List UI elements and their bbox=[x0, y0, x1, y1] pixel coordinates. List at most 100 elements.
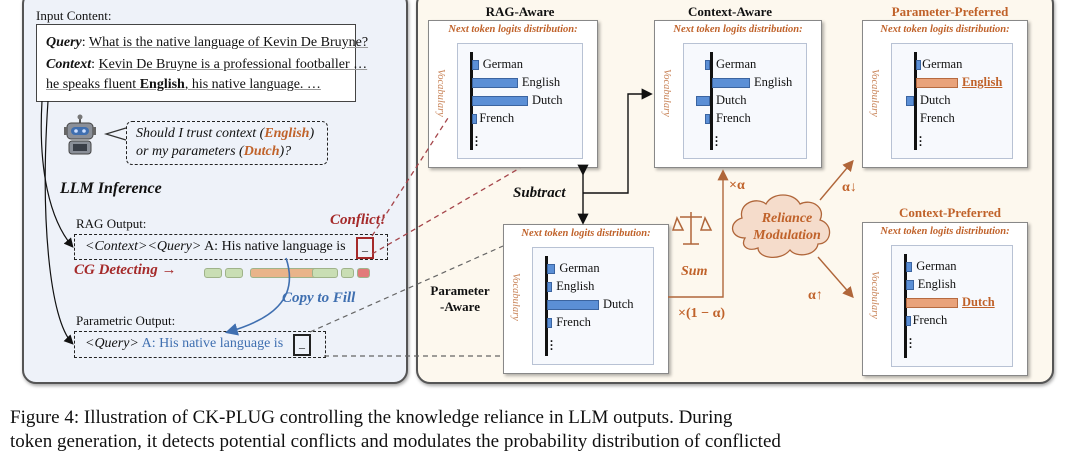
card-heading: Next token logits distribution: bbox=[521, 228, 651, 239]
logit-bar-english bbox=[906, 280, 914, 290]
token-label-german: German bbox=[916, 259, 957, 273]
parametric-output-box: <Query> A: His native language is _ bbox=[74, 331, 326, 358]
connector-layer bbox=[40, 88, 854, 357]
context-text-2b: , his native language. … bbox=[184, 77, 321, 92]
logit-bar-dutch bbox=[696, 96, 710, 106]
input-content-box: Query: What is the native language of Ke… bbox=[36, 24, 368, 102]
context-preferred-card: Next token logits distribution: Vocabular… bbox=[862, 222, 1028, 376]
logit-bar-french bbox=[547, 318, 553, 328]
parametric-output-text: <Query> A: His native language is bbox=[85, 336, 283, 352]
context-aware-title: Context-Aware bbox=[688, 4, 772, 19]
token-label-dutch: Dutch bbox=[920, 93, 951, 107]
token-label-english: English bbox=[556, 279, 595, 293]
context-label: Context bbox=[46, 57, 92, 72]
token-label-german: German bbox=[922, 57, 963, 71]
logit-bar-dutch bbox=[906, 298, 958, 308]
context-line-1: Context: Kevin De Bruyne is a profession… bbox=[46, 57, 367, 73]
token-label-dutch: Dutch bbox=[603, 297, 634, 311]
rag-output-label: RAG Output: bbox=[76, 216, 147, 231]
alpha-up-arrow bbox=[817, 256, 854, 299]
parametric-output-label: Parametric Output: bbox=[76, 313, 176, 328]
token-label-french: French bbox=[556, 315, 591, 329]
inference-arrow-param bbox=[44, 100, 74, 345]
caption-line-1: Figure 4: Illustration of CK-PLUG contro… bbox=[10, 407, 733, 428]
thought-bubble: Should I trust context (English) or my p… bbox=[126, 121, 328, 165]
parameter-aware-title-2: -Aware bbox=[440, 299, 480, 314]
token-label-english: English bbox=[962, 75, 1003, 89]
context-text-bold: English bbox=[139, 77, 185, 92]
token-label-french: French bbox=[479, 111, 515, 125]
more-tokens-ellipsis: ... bbox=[475, 127, 478, 149]
card-heading: Next token logits distribution: bbox=[448, 24, 578, 35]
cg-segment-consistent bbox=[225, 268, 243, 278]
vocabulary-axis bbox=[470, 52, 473, 150]
input-content-label: Input Content: bbox=[36, 8, 112, 23]
vocabulary-axis bbox=[710, 52, 713, 150]
parameter-aware-title: Parameter -Aware bbox=[420, 283, 500, 315]
context-text-1: Kevin De Bruyne is a professional footba… bbox=[98, 57, 368, 72]
cloud-line-2: Modulation bbox=[753, 228, 821, 243]
param-answer-text: A: His native language is bbox=[138, 336, 284, 351]
query-text: What is the native language of Kevin De … bbox=[88, 35, 369, 50]
vocabulary-axis bbox=[545, 256, 548, 356]
query-label: Query bbox=[46, 35, 82, 50]
vocabulary-axis-label: Vocabulary bbox=[510, 273, 521, 321]
logit-bar-english bbox=[472, 78, 518, 88]
alpha-up-label: α↑ bbox=[808, 288, 823, 303]
llm-inference-heading: LLM Inference bbox=[60, 180, 162, 197]
logit-bar-dutch bbox=[905, 96, 914, 106]
context-text-2a: he speaks fluent bbox=[46, 77, 140, 92]
rag-output-box: <Context><Query> A: His native language … bbox=[74, 234, 388, 260]
rag-output-text: <Context><Query> A: His native language … bbox=[85, 239, 346, 255]
sum-alpha-arrow bbox=[668, 169, 729, 298]
vocabulary-axis-label: Vocabulary bbox=[869, 69, 880, 117]
context-tag: <Context> bbox=[85, 239, 148, 254]
vocabulary-axis-label: Vocabulary bbox=[869, 271, 880, 319]
card-heading: Next token logits distribution: bbox=[880, 24, 1010, 35]
query-colon: : bbox=[81, 35, 89, 50]
token-label-dutch: Dutch bbox=[532, 93, 563, 107]
thought-param-answer: Dutch bbox=[243, 144, 280, 159]
logit-bar-french bbox=[705, 114, 710, 124]
token-label-dutch: Dutch bbox=[962, 295, 995, 309]
cg-segment-conflict bbox=[357, 268, 370, 278]
context-colon: : bbox=[91, 57, 99, 72]
times-one-minus-alpha-label: ×(1 − α) bbox=[678, 306, 726, 321]
subtract-label: Subtract bbox=[513, 185, 566, 201]
copy-to-fill-arrow bbox=[224, 257, 291, 336]
parameter-preferred-title: Parameter-Preferred bbox=[891, 4, 1009, 19]
vocabulary-axis bbox=[904, 254, 907, 358]
card-heading: Next token logits distribution: bbox=[880, 226, 1010, 237]
logit-bar-dutch bbox=[472, 96, 528, 106]
conflict-link-2 bbox=[371, 167, 521, 255]
token-label-french: French bbox=[716, 111, 751, 125]
thought-context-answer: English bbox=[264, 126, 310, 141]
context-preferred-title: Context-Preferred bbox=[898, 205, 1002, 220]
query-line: Query: What is the native language of Ke… bbox=[46, 35, 368, 51]
query-tag: <Query> bbox=[147, 239, 202, 254]
param-blank-token: _ bbox=[293, 334, 311, 356]
inference-arrow-rag bbox=[40, 100, 74, 248]
card-heading: Next token logits distribution: bbox=[673, 24, 803, 35]
logit-bar-german bbox=[472, 60, 479, 70]
subtract-to-context-arrow bbox=[583, 88, 653, 194]
logit-bar-german bbox=[547, 264, 556, 274]
balance-scale-icon bbox=[671, 212, 713, 245]
cg-segment-consistent bbox=[341, 268, 354, 278]
thought-text: Should I trust context ( bbox=[136, 126, 265, 141]
parameter-aware-title-1: Parameter bbox=[430, 283, 490, 298]
more-tokens-ellipsis: ... bbox=[919, 127, 922, 149]
alpha-down-arrow bbox=[819, 159, 854, 201]
token-label-french: French bbox=[920, 111, 955, 125]
thought-line-2: or my parameters (Dutch)? bbox=[136, 144, 291, 160]
rag-answer-text: A: His native language is bbox=[201, 239, 346, 254]
more-tokens-ellipsis: ... bbox=[715, 127, 718, 149]
logit-bar-dutch bbox=[547, 300, 599, 310]
vocabulary-axis-label: Vocabulary bbox=[435, 69, 446, 117]
token-label-german: German bbox=[716, 57, 757, 71]
parameter-aware-card: Next token logits distribution: Vocabular… bbox=[503, 224, 669, 374]
context-aware-card: Next token logits distribution:Vocabular… bbox=[654, 20, 822, 168]
